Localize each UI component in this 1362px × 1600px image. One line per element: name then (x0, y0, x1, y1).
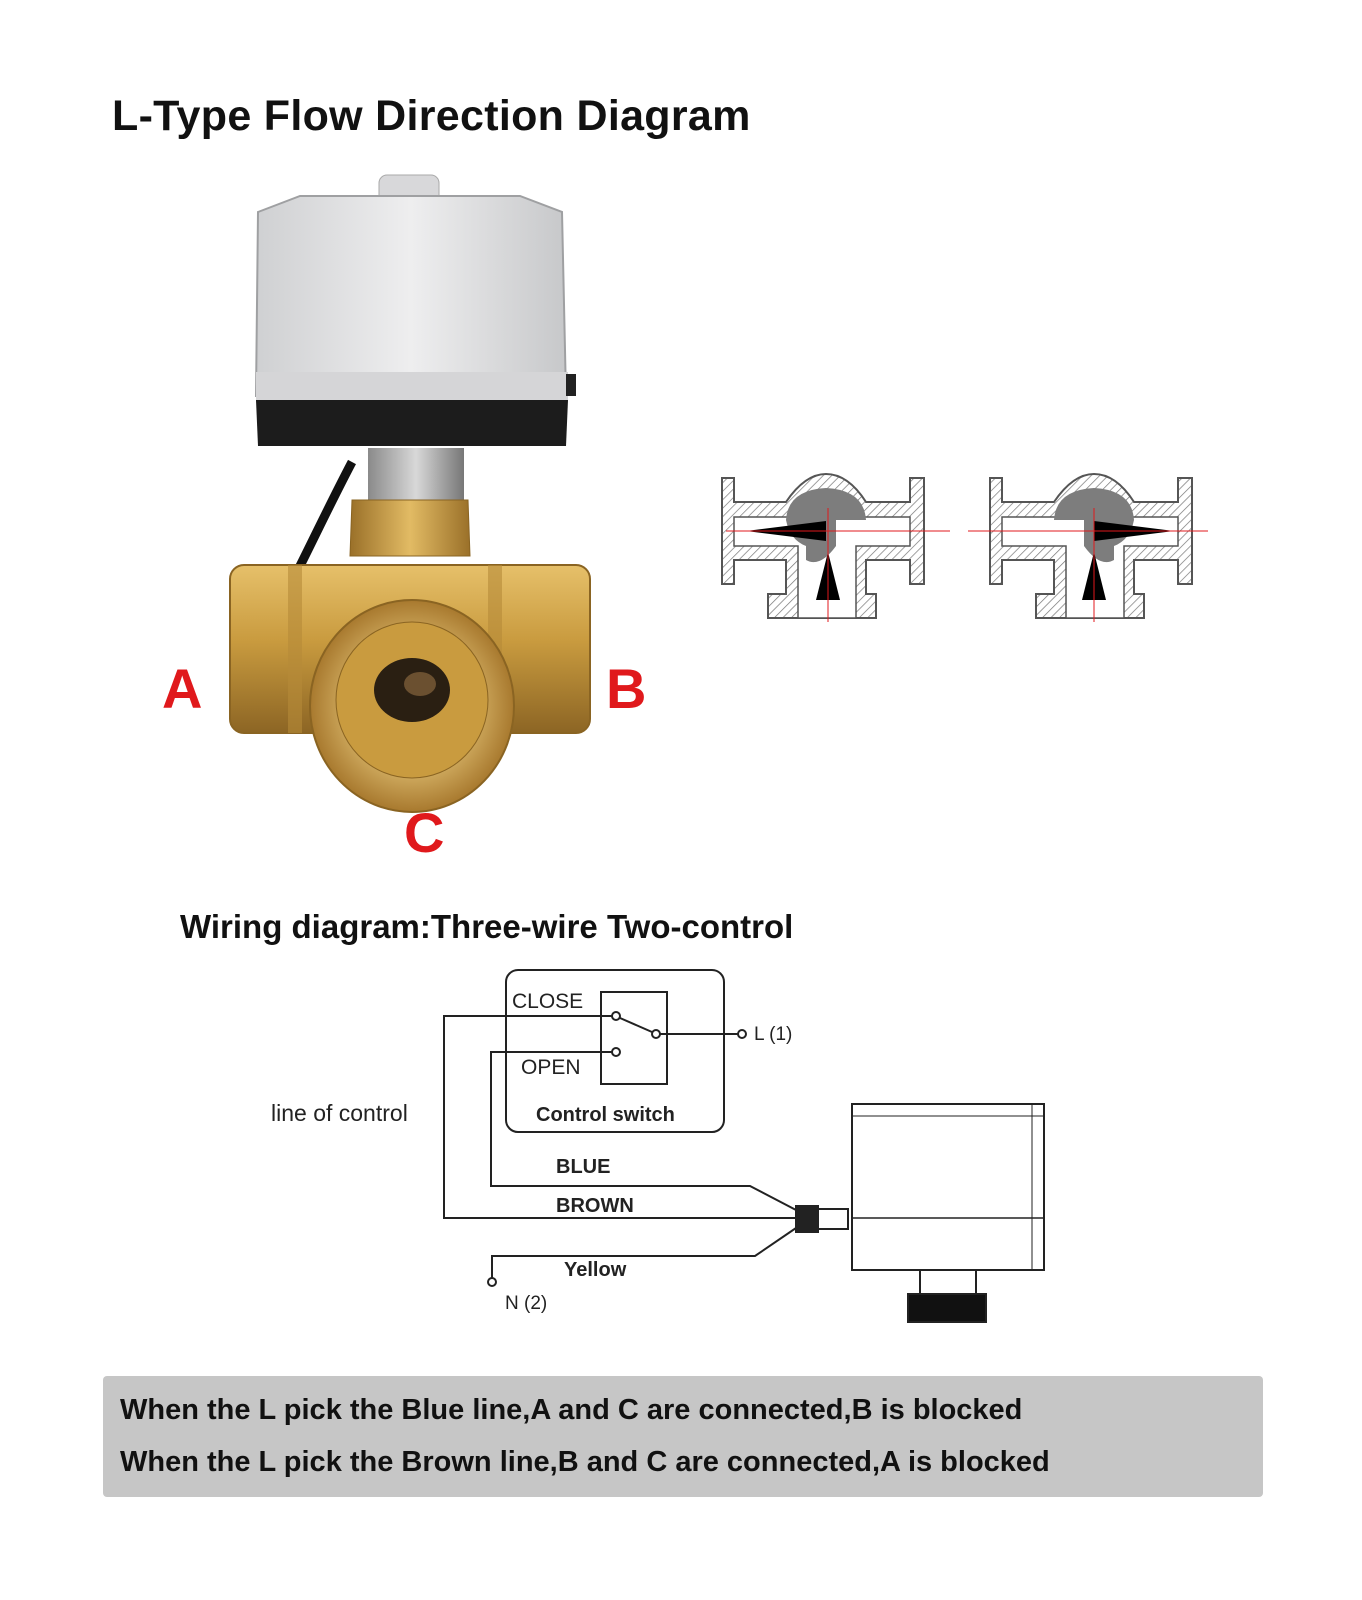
note-line-blue: When the L pick the Blue line,A and C ar… (120, 1394, 1023, 1426)
yellow-wire-label: Yellow (564, 1259, 627, 1281)
line-of-control-label: line of control (271, 1100, 408, 1126)
port-label-b: B (606, 657, 647, 720)
port-label-c: C (404, 801, 445, 864)
actuator-box-outline (851, 1103, 1045, 1271)
explanation-note: When the L pick the Blue line,A and C ar… (103, 1376, 1263, 1497)
open-label: OPEN (521, 1056, 581, 1079)
close-label: CLOSE (512, 990, 584, 1013)
n2-label: N (2) (505, 1293, 548, 1314)
blue-wire-label: BLUE (556, 1156, 611, 1178)
valve-illustration (229, 174, 591, 813)
note-line-brown: When the L pick the Brown line,B and C a… (120, 1446, 1050, 1478)
wiring-diagram-title: Wiring diagram:Three-wire Two-control (180, 908, 794, 945)
switch-block (600, 991, 668, 1085)
brown-wire-label: BROWN (556, 1195, 634, 1217)
wiring-schematic (443, 969, 1045, 1323)
flow-section-right (968, 472, 1208, 622)
control-switch-label: Control switch (536, 1104, 675, 1126)
port-label-a: A (162, 657, 203, 720)
page-title: L-Type Flow Direction Diagram (112, 92, 751, 140)
flow-section-left (721, 472, 950, 622)
l1-label: L (1) (754, 1024, 793, 1045)
